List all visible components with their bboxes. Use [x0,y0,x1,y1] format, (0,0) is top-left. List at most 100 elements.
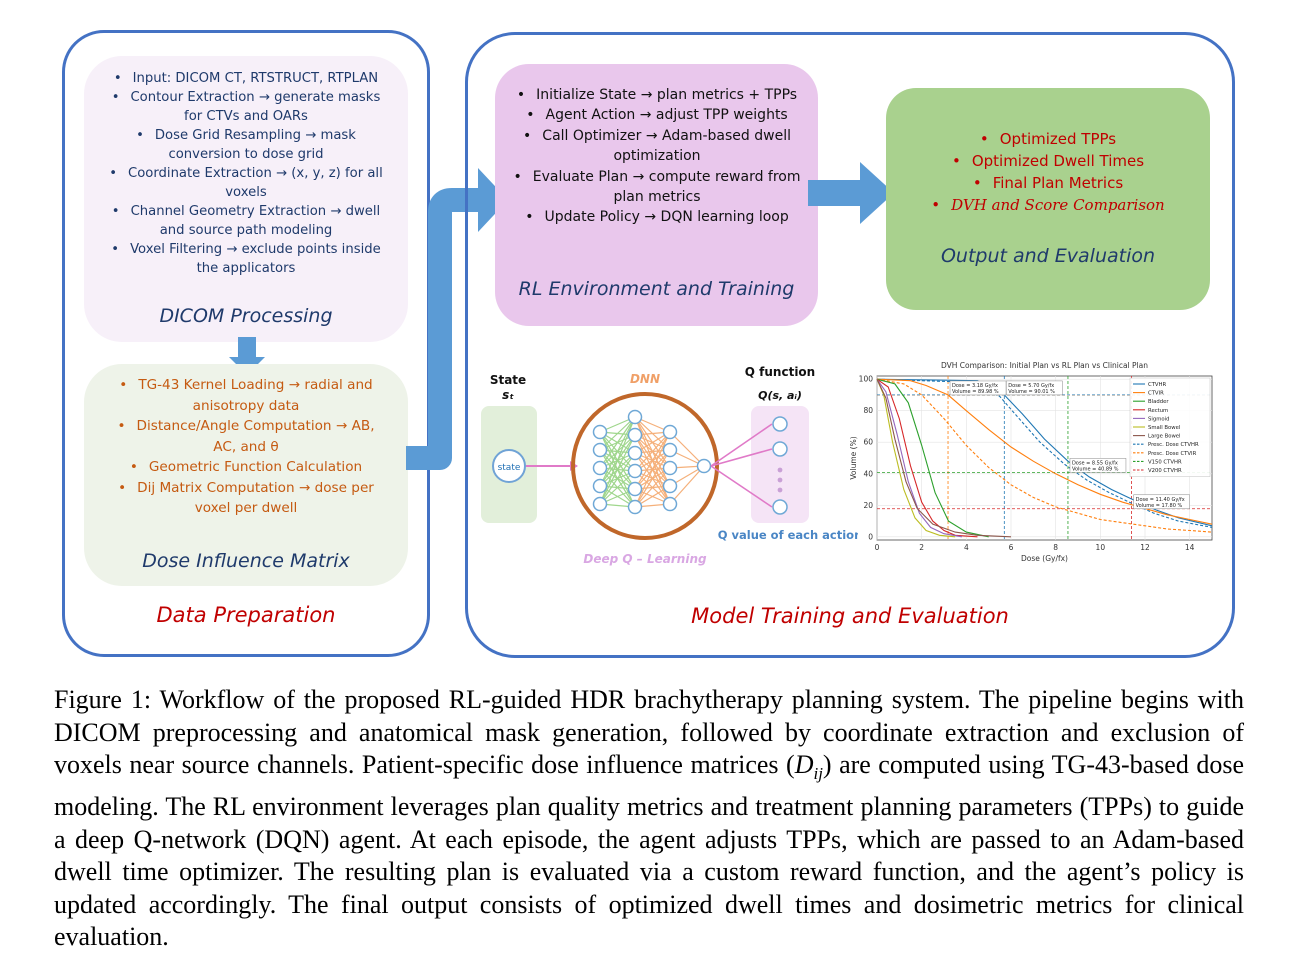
model-training-label: Model Training and Evaluation [691,604,1009,628]
rl-environment-list: Initialize State → plan metrics + TPPs A… [509,85,805,228]
dnn-edge [634,467,671,508]
list-item: Final Plan Metrics [896,172,1200,194]
q-node [772,441,788,457]
dnn-node [627,409,643,425]
output-evaluation-title: Output and Evaluation [940,245,1156,267]
legend-entry: CTVIR [1148,391,1164,397]
x-tick-label: 12 [1140,543,1150,552]
q-dot [777,467,783,473]
series-line [876,378,962,538]
legend-entry: V150 CTVHR [1148,459,1182,465]
q-dot [777,487,783,493]
dnn-node [592,478,608,494]
dnn-node [627,481,643,497]
rl-environment-title: RL Environment and Training [518,278,795,300]
state-node [492,449,526,483]
dqn-diagram: State sₜ state DNN Q function Q(s, aᵢ) Q… [481,365,858,566]
list-item: Coordinate Extraction → (x, y, z) for al… [106,164,386,202]
legend-entry: Small Bowel [1148,425,1180,431]
dnn-edge [599,434,636,505]
dnn-node [592,460,608,476]
list-item: Dose Grid Resampling → mask conversion t… [106,126,386,164]
dnn-edge [634,431,671,508]
x-tick-label: 14 [1185,543,1195,552]
data-preparation-label: Data Preparation [156,603,336,627]
dnn-edge [599,452,636,505]
model-training-panel [465,32,1235,658]
state-label: State [490,373,526,387]
x-tick-label: 2 [919,543,924,552]
dnn-edge [669,465,705,505]
legend-entry: Sigmoid [1148,416,1169,422]
dicom-processing-box: Input: DICOM CT, RTSTRUCT, RTPLAN Contou… [84,56,408,342]
y-tick-label: 60 [863,438,873,447]
y-tick-label: 20 [863,501,873,510]
y-tick-label: 80 [863,406,873,415]
dnn-node [662,478,678,494]
list-item: Optimized Dwell Times [896,150,1200,172]
dnn-node [662,424,678,440]
dicom-processing-title: DICOM Processing [159,305,333,327]
series-line [876,378,978,538]
series-line [876,378,1213,525]
y-axis-label: Volume (%) [849,436,858,479]
x-axis-label: Dose (Gy/fx) [1021,554,1068,563]
dnn-node [696,458,712,474]
y-tick-label: 40 [863,469,873,478]
list-item: Evaluate Plan → compute reward from plan… [509,167,805,208]
dnn-edge [599,416,636,469]
dnn-circle [571,392,719,540]
q-edge [710,423,773,467]
list-item: Optimized TPPs [896,128,1200,150]
annotation-text: Dose = 8.55 Gy/fx [1072,460,1118,466]
x-tick-label: 10 [1096,543,1106,552]
dnn-node [592,496,608,512]
list-item: Update Policy → DQN learning loop [509,207,805,227]
annotation-box [1006,380,1063,396]
legend-entry: CTVHR [1148,382,1167,388]
dnn-node [662,496,678,512]
dnn-edge [634,431,671,472]
chart-title: DVH Comparison: Initial Plan vs RL Plan … [941,361,1148,370]
dnn-node [627,499,643,515]
x-tick-label: 4 [964,543,969,552]
x-tick-label: 0 [875,543,880,552]
rl-environment-box: Initialize State → plan metrics + TPPs A… [495,64,818,326]
list-item: Voxel Filtering → exclude points inside … [106,240,386,278]
dnn-node [627,427,643,443]
legend-entry: Presc. Dose CTVHR [1148,442,1199,448]
dnn-node [592,424,608,440]
list-item: Initialize State → plan metrics + TPPs [509,85,805,105]
dnn-node [627,463,643,479]
right-arrow-icon [808,162,894,224]
legend-entry: Presc. Dose CTVIR [1148,451,1197,457]
y-tick-label: 100 [859,375,874,384]
dnn-node [662,442,678,458]
connector-arrow-icon [406,168,508,470]
annotation-text: Volume = 90.01 % [1008,389,1055,395]
q-edge [710,448,773,467]
annotation-text: Dose = 11.40 Gy/fx [1136,497,1185,503]
dnn-edge [599,416,636,487]
dnn-network [592,409,712,515]
dose-influence-box: TG-43 Kernel Loading → radial and anisot… [84,364,408,586]
list-item: Contour Extraction → generate masks for … [106,88,386,126]
q-panel [751,406,809,523]
dnn-edge [669,431,705,467]
annotation-text: Dose = 5.70 Gy/fx [1008,383,1054,389]
state-node-label: state [498,463,521,473]
list-item: Agent Action → adjust TPP weights [509,105,805,125]
legend-entry: Bladder [1148,399,1169,405]
legend-entry: Large Bowel [1148,434,1181,440]
y-tick-label: 0 [868,532,873,541]
annotation-text: Volume = 40.89 % [1072,466,1119,472]
dicom-processing-list: Input: DICOM CT, RTSTRUCT, RTPLAN Contou… [106,69,386,278]
annotation-box [1133,494,1190,510]
list-item: TG-43 Kernel Loading → radial and anisot… [106,375,386,416]
dose-influence-title: Dose Influence Matrix [142,550,350,572]
series-line [876,378,989,538]
dvh-chart: DVH Comparison: Initial Plan vs RL Plan … [849,361,1213,563]
dnn-edge [634,449,671,508]
legend-entry: Rectum [1148,408,1168,414]
q-node [772,416,788,432]
